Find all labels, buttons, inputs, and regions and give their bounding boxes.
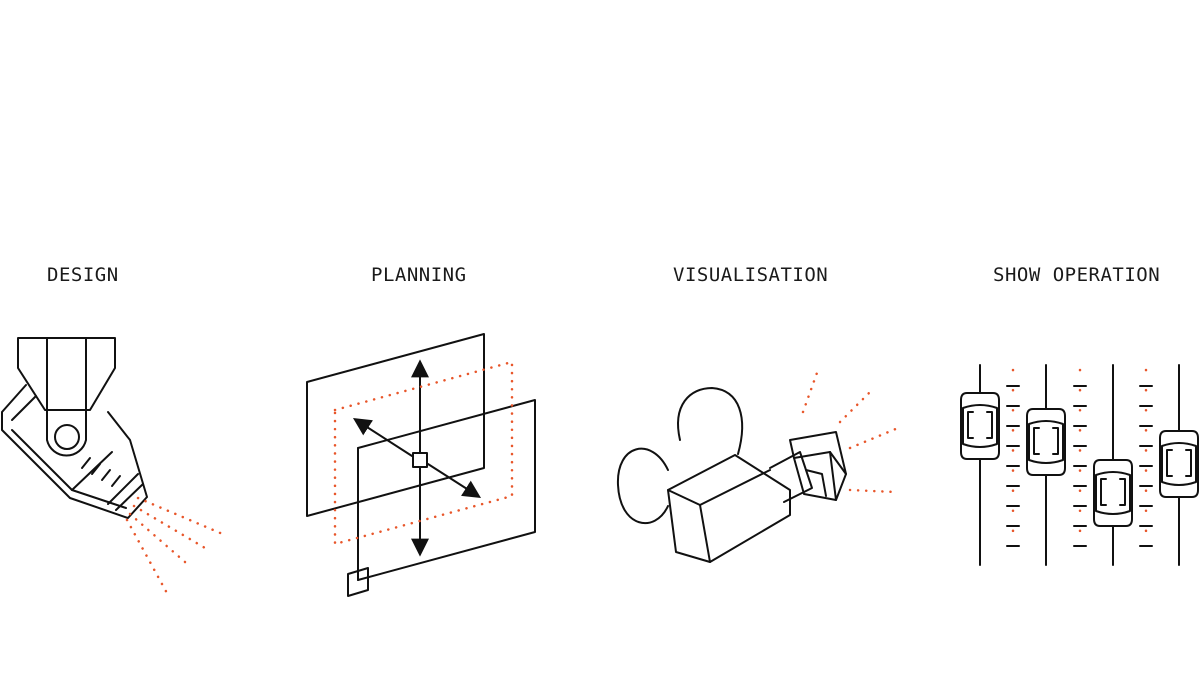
plane-arrows-icon <box>306 333 536 597</box>
section-title-design: DESIGN <box>47 264 119 286</box>
fader-dots <box>1011 368 1148 542</box>
section-title-visualisation: VISUALISATION <box>673 264 829 286</box>
moving-head-light-icon <box>1 337 148 519</box>
fader-knob <box>960 392 1000 460</box>
planning-dotted-plane <box>333 360 514 546</box>
camera-icon <box>616 387 847 563</box>
section-title-show-operation: SHOW OPERATION <box>993 264 1161 286</box>
section-title-planning: PLANNING <box>371 264 467 286</box>
camera-beam-dots <box>801 368 900 494</box>
fader-console-icon <box>960 364 1199 566</box>
light-beam-dots <box>125 496 227 597</box>
